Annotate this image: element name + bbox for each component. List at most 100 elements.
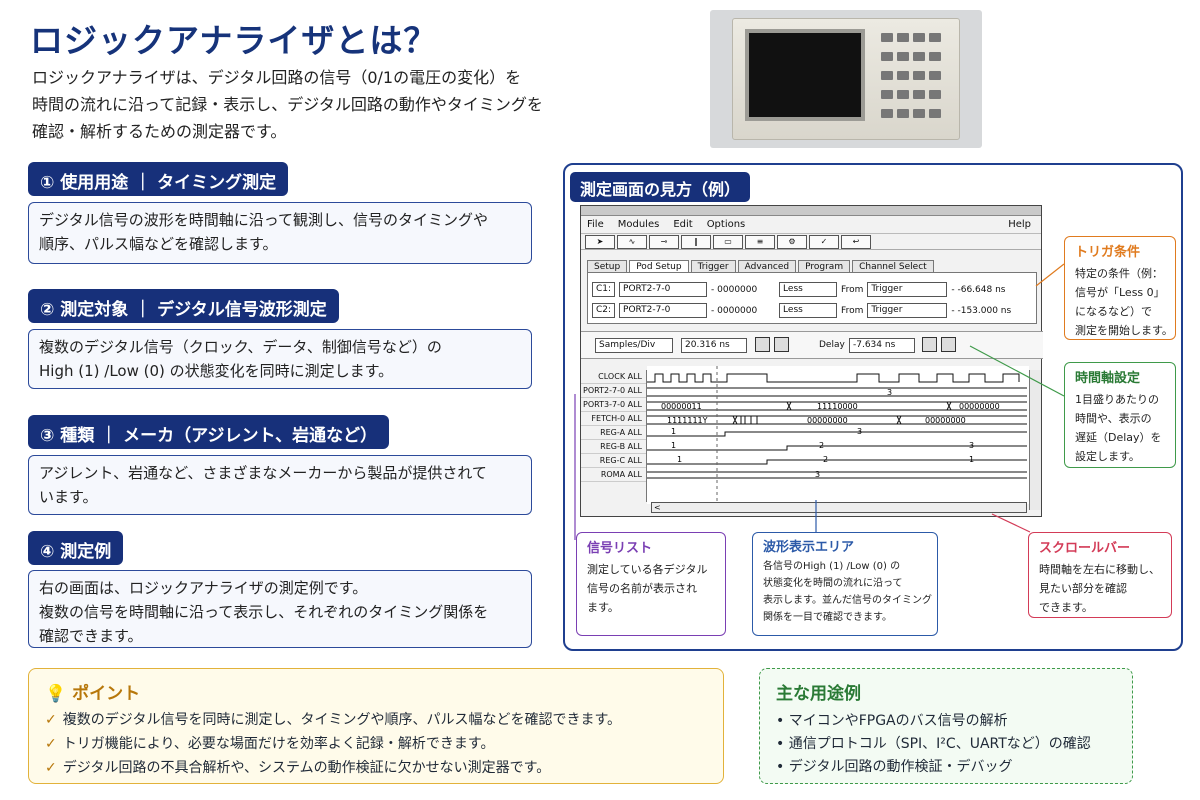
point-text: トリガ機能により、必要な場面だけを効率よく記録・解析できます。 [62,736,495,752]
samples-per-div-select[interactable]: Samples/Div [595,338,673,353]
note-line: 測定している各デジタル [587,563,708,576]
zoom-in-icon[interactable] [755,337,770,352]
from-label: From [841,305,864,316]
settings-icon[interactable]: ⚙ [777,235,807,249]
pause-icon[interactable]: ‖ [681,235,711,249]
delay-value[interactable]: -7.634 ns [849,338,915,353]
point-text: 複数のデジタル信号を同時に測定し、タイミングや順序、パルス幅などを確認できます。 [62,712,622,728]
logic-analyzer-photo [710,10,982,148]
wave-icon[interactable]: ∿ [617,235,647,249]
section-body-target: 複数のデジタル信号（クロック、データ、制御信号など）の High (1) /Lo… [28,329,532,389]
pointer-icon[interactable]: ➤ [585,235,615,249]
horizontal-scrollbar[interactable]: < [651,502,1027,513]
point-item: ✓ デジタル回路の不具合解析や、システムの動作検証に欠かせない測定器です。 [45,756,707,780]
section-body-usage: デジタル信号の波形を時間軸に沿って観測し、信号のタイミングや 順序、パルス幅など… [28,202,532,264]
note-line: 測定を開始します。 [1075,324,1173,337]
section-line: アジレント、岩通など、さまざまなメーカーから製品が提供されて [39,464,487,482]
note-line: 見たい部分を確認 [1039,582,1127,595]
trigger-row: C2: PORT2-7-0 - 0000000 Less From Trigge… [592,302,1011,319]
uses-box: 主な用途例 • マイコンやFPGAのバス信号の解析 • 通信プロトコル（SPI、… [759,668,1133,784]
menu-file[interactable]: File [587,219,604,230]
wave-label: 1 [671,427,676,436]
delay-label: Delay [819,340,845,350]
signal-name[interactable]: REG-C ALL [581,454,646,468]
section-line: High (1) /Low (0) の状態変化を同時に測定します。 [39,362,394,380]
intro-line: 時間の流れに沿って記録・表示し、デジタル回路の動作やタイミングを [32,95,543,114]
tab-trigger[interactable]: Trigger [690,260,736,273]
note-line: 時間や、表示の [1075,412,1152,425]
signal-name[interactable]: CLOCK ALL [581,370,646,384]
uses-item: • デジタル回路の動作検証・デバッグ [776,759,1013,775]
signal-name[interactable]: REG-B ALL [581,440,646,454]
wave-label: 00000000 [925,416,966,425]
signal-name[interactable]: ROMA ALL [581,468,646,482]
section-heading-types: ③ 種類 ｜ メーカ（アジレント、岩通など） [28,415,390,449]
point-item: ✓複数のデジタル信号を同時に測定し、タイミングや順序、パルス幅などを確認できます… [45,708,707,732]
uses-text: デジタル回路の動作検証・デバッグ [788,759,1013,775]
menu-options[interactable]: Options [706,219,746,230]
section-body-types: アジレント、岩通など、さまざまなメーカーから製品が提供されて います。 [28,455,532,515]
menu-help[interactable]: Help [1008,219,1031,230]
vertical-scrollbar[interactable] [1029,370,1041,510]
page-title: ロジックアナライザとは？ [30,21,438,60]
point-text: デジタル回路の不具合解析や、システムの動作検証に欠かせない測定器です。 [62,760,551,776]
tab-pod-setup[interactable]: Pod Setup [629,260,689,273]
note-line: 信号の名前が表示され [587,582,697,595]
window-titlebar [581,206,1041,216]
menu-edit[interactable]: Edit [673,219,693,230]
condition-select[interactable]: Less [779,303,838,318]
wave-label: 1111111Y [667,416,708,425]
tab-channel-select[interactable]: Channel Select [852,260,934,273]
section-heading-target: ② 測定対象 ｜ デジタル信号波形測定 [28,289,339,323]
source-select[interactable]: Trigger [867,303,948,318]
waveform-area[interactable]: 3 00000011 11110000 00000000 1111111Y 00… [647,366,1029,504]
point-heading: 💡 ポイント [45,679,707,704]
note-trigger: トリガ条件 特定の条件（例： 信号が「Less 0」 になるなど）で 測定を開始… [1064,236,1176,340]
tab-advanced[interactable]: Advanced [737,260,797,273]
port-select[interactable]: PORT2-7-0 [619,303,708,318]
uses-text: 通信プロトコル（SPI、I²C、UARTなど）の確認 [788,736,1091,752]
source-select[interactable]: Trigger [867,282,948,297]
point-item: ✓ トリガ機能により、必要な場面だけを効率よく記録・解析できます。 [45,732,707,756]
wave-label: 11110000 [817,402,858,411]
check-icon[interactable]: ✓ [809,235,839,249]
section-line: います。 [39,488,98,506]
samples-per-div-value[interactable]: 20.316 ns [681,338,747,353]
signal-name[interactable]: FETCH-0 ALL [581,412,646,426]
zoom-out-icon[interactable] [774,337,789,352]
note-line: できます。 [1039,601,1093,614]
port-select[interactable]: PORT2-7-0 [619,282,708,297]
note-line: 時間軸を左右に移動し、 [1039,563,1160,576]
condition-select[interactable]: Less [779,282,838,297]
signal-name[interactable]: PORT3-7-0 ALL [581,398,646,412]
from-label: From [841,284,864,295]
check-icon: ✓ [45,736,57,752]
menu-modules[interactable]: Modules [617,219,660,230]
signal-name[interactable]: PORT2-7-0 ALL [581,384,646,398]
wave-label: 3 [887,388,892,397]
wave-label: 1 [671,441,676,450]
value-text: - 0000000 [711,305,758,316]
channel-label: C2: [592,303,616,318]
delay-left-icon[interactable] [922,337,937,352]
delay-right-icon[interactable] [941,337,956,352]
section-line: 複数のデジタル信号（クロック、データ、制御信号など）の [39,338,442,356]
note-line: 遅延（Delay）を [1075,431,1162,444]
note-line: ます。 [587,601,619,614]
note-line: 関係を一目で確認できます。 [763,612,892,623]
return-icon[interactable]: ↩ [841,235,871,249]
toolbar: ➤ ∿ ⊸ ‖ ▭ ≡ ⚙ ✓ ↩ [581,234,1041,250]
analyzer-window: File Modules Edit Options Help ➤ ∿ ⊸ ‖ ▭… [580,205,1043,517]
tab-setup[interactable]: Setup [587,260,628,273]
signal-name[interactable]: REG-A ALL [581,426,646,440]
probe-icon[interactable]: ⊸ [649,235,679,249]
time-axis-settings: Samples/Div 20.316 ns Delay -7.634 ns [581,331,1043,359]
point-box: 💡 ポイント ✓複数のデジタル信号を同時に測定し、タイミングや順序、パルス幅など… [28,668,724,784]
time-text: - -66.648 ns [951,284,1006,295]
check-icon: ✓ [45,760,57,776]
note-title: 信号リスト [587,541,653,556]
uses-item: • 通信プロトコル（SPI、I²C、UARTなど）の確認 [776,736,1091,752]
display-icon[interactable]: ▭ [713,235,743,249]
tab-program[interactable]: Program [798,260,851,273]
list-icon[interactable]: ≡ [745,235,775,249]
